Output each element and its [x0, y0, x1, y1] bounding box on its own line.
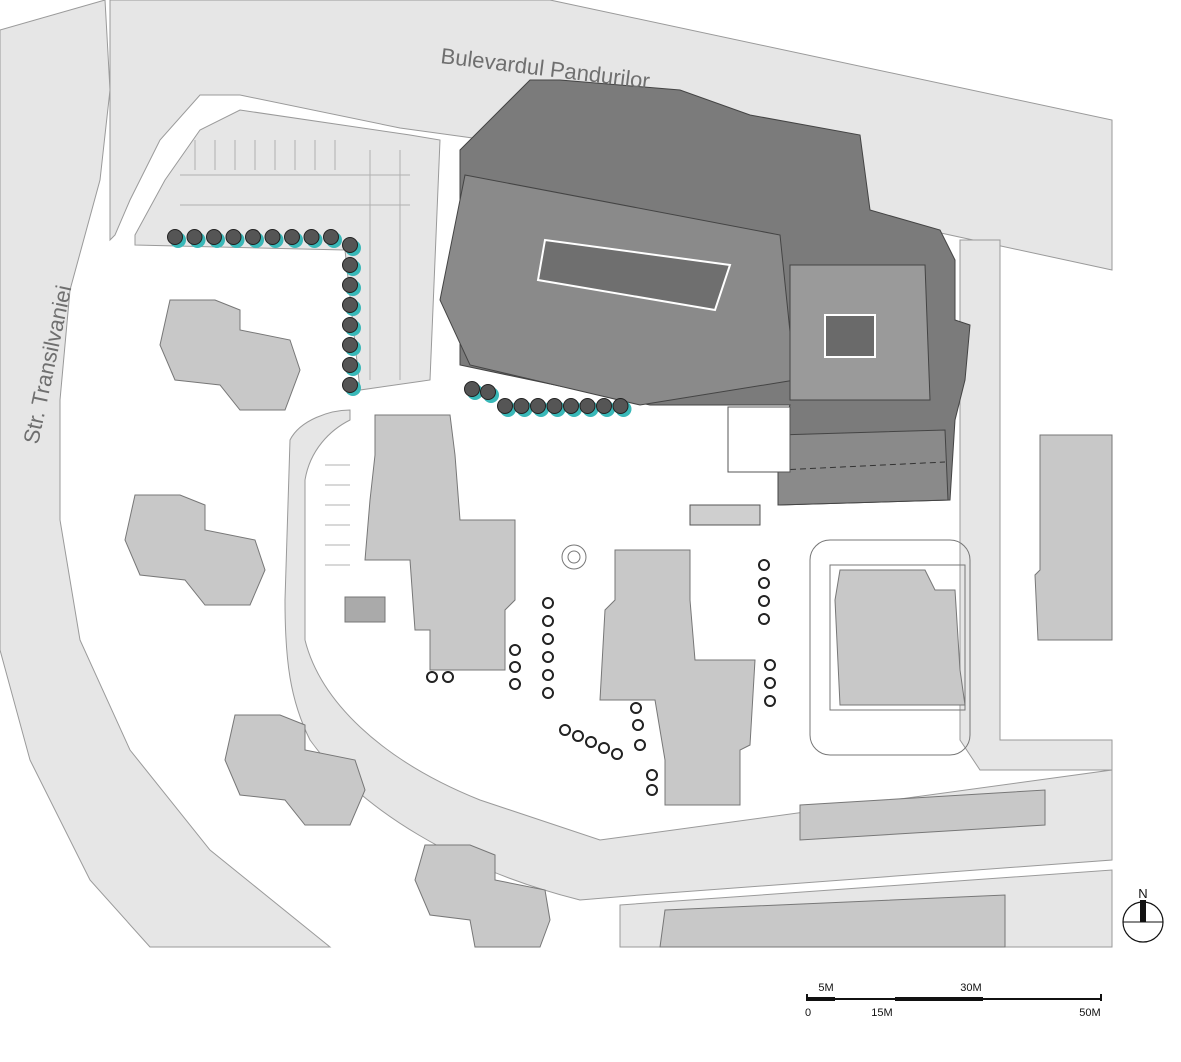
tree-icon — [497, 398, 513, 414]
building-southeast-wing — [777, 429, 949, 506]
tree-icon — [225, 229, 242, 245]
tree-icon — [598, 742, 610, 754]
building-block-east-square — [834, 569, 966, 706]
building-residential-4 — [414, 844, 551, 948]
courtyard-outlines — [344, 539, 971, 756]
tree-icon — [167, 229, 183, 245]
tree-icon — [542, 597, 554, 609]
tree-icon — [572, 730, 584, 742]
building-east-edge — [1034, 434, 1113, 641]
scale-label-5m: 5M — [818, 982, 833, 994]
tree-icon — [758, 559, 770, 571]
tree-icon — [646, 769, 658, 781]
tree-icon — [559, 724, 571, 736]
tree-icon — [542, 687, 554, 699]
tree-icon — [563, 398, 579, 414]
tree-icon — [611, 748, 623, 760]
building-roof-volume — [536, 238, 732, 312]
tree-icon — [426, 671, 438, 683]
north-arrow-label: N — [1138, 886, 1147, 901]
tree-icon — [596, 398, 612, 414]
tree-rows — [167, 229, 632, 417]
tree-icon — [342, 337, 358, 353]
parking-area-north — [134, 109, 441, 391]
road-inner-loop — [284, 409, 1113, 901]
parking-stalls — [180, 140, 410, 566]
scale-bar: 5M 30M 0 15M 50M — [805, 982, 1102, 1019]
north-arrow-needle — [1140, 900, 1146, 922]
tree-icon — [323, 229, 339, 245]
building-south-bottom — [659, 894, 1006, 948]
scale-label-15m: 15M — [871, 1007, 892, 1019]
scale-label-30m: 30M — [960, 982, 981, 994]
tree-icon — [764, 695, 776, 707]
tree-icon — [542, 669, 554, 681]
tree-icon — [585, 736, 597, 748]
tree-icon — [342, 277, 358, 293]
tree-icon — [303, 229, 320, 245]
road-str-transilvaniei — [0, 0, 332, 948]
tree-icon — [632, 719, 644, 731]
annex-outline — [727, 406, 791, 473]
tree-icon — [186, 229, 203, 245]
tree-icon — [245, 229, 261, 245]
road-east — [959, 239, 1113, 771]
tree-icon — [630, 702, 642, 714]
tree-icon — [509, 661, 521, 673]
tree-icon — [342, 257, 358, 273]
tree-icon — [342, 357, 358, 373]
scale-label-50m: 50M — [1079, 1007, 1100, 1019]
tree-icon — [758, 577, 770, 589]
courtyard-trees — [426, 559, 776, 796]
tree-icon — [342, 377, 358, 393]
tree-icon — [579, 398, 596, 414]
north-arrow: N — [1122, 886, 1164, 943]
tree-icon — [464, 381, 480, 397]
existing-buildings — [124, 299, 1113, 948]
scale-label-0: 0 — [805, 1007, 811, 1019]
tree-icon — [542, 615, 554, 627]
tree-icon — [206, 229, 222, 245]
tree-icon — [764, 659, 776, 671]
tree-icon — [542, 651, 554, 663]
building-south-strip — [799, 789, 1046, 841]
building-residential-1 — [159, 299, 301, 411]
tree-icon — [342, 297, 358, 313]
tree-icon — [546, 398, 563, 414]
tree-icon — [509, 644, 521, 656]
building-block-central-west — [364, 414, 516, 671]
tree-icon — [764, 677, 776, 689]
tree-icon — [442, 671, 454, 683]
proposed-building — [439, 79, 971, 526]
tree-icon — [612, 398, 629, 414]
building-east-atrium — [824, 314, 876, 358]
tree-icon — [758, 595, 770, 607]
tree-icon — [342, 317, 358, 333]
tree-icon — [264, 229, 281, 245]
tree-icon — [509, 678, 521, 690]
tree-icon — [758, 613, 770, 625]
building-block-central-east — [599, 549, 756, 806]
tree-icon — [530, 398, 546, 414]
tree-icon — [513, 398, 530, 414]
building-residential-2 — [124, 494, 266, 606]
building-residential-3 — [224, 714, 366, 826]
entrance-ramp — [689, 504, 761, 526]
tree-icon — [634, 739, 646, 751]
tree-icon — [542, 633, 554, 645]
tree-icon — [480, 384, 496, 400]
kiosk — [344, 596, 386, 623]
tree-icon — [284, 229, 300, 245]
tree-icon — [646, 784, 658, 796]
tree-icon — [342, 237, 358, 253]
